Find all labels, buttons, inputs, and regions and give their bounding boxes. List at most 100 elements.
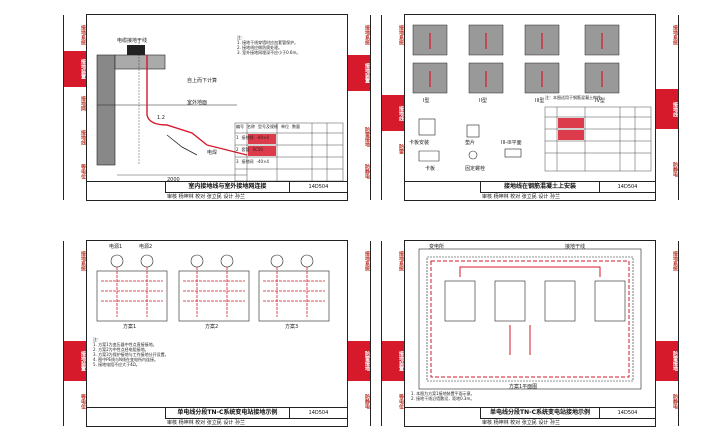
cell: 1	[236, 135, 239, 140]
sheet-left-tab-strip: 接地系统 接地装置 等电位	[381, 241, 405, 426]
label-dim-2: 2000	[167, 177, 180, 183]
tab-right-1[interactable]: 接地系统	[364, 25, 370, 45]
atlas-number: 14D504	[617, 410, 638, 416]
sheet-title: 接地线在钢筋混凝土上安装	[480, 182, 600, 192]
tab-right-2[interactable]: 接地装置	[348, 55, 370, 91]
signature-row: 审核 杨坤林 校对 张立民 设计 孙兰	[165, 192, 347, 201]
tab-left-4[interactable]: 接地线	[80, 129, 86, 145]
tab-left-2[interactable]: 接地线	[382, 95, 404, 131]
drawing-area	[96, 39, 344, 182]
sheet-top-left: 接地系统 接地装置 接地网 接地线 等电位 接地系统 接地装置 防雷接地 防静电	[63, 14, 371, 201]
label-scheme-1: 方案1	[123, 324, 137, 330]
tab-right-2[interactable]: 防雷接地	[348, 341, 370, 381]
tab-left-1[interactable]: 接地系统	[398, 251, 404, 271]
tab-right-1[interactable]: 接地系统	[364, 251, 370, 271]
tab-right-3[interactable]: 防静电	[364, 393, 370, 409]
tab-left-3[interactable]: 接地网	[80, 95, 86, 111]
label-type-3: III型	[535, 98, 545, 104]
cell: 3	[236, 159, 239, 164]
tab-right-3[interactable]: 防静电	[672, 161, 678, 177]
title-block: 接地线在钢筋混凝土上安装 14D504 审核 杨坤林 校对 张立民 设计 孙兰	[405, 181, 655, 200]
note-0: 注：	[237, 35, 245, 40]
cell: -40×4	[256, 159, 269, 164]
title-block: 单电线分段TN-C系统变电站接地示例 14D504 审核 杨坤林 校对 张立民 …	[87, 407, 347, 426]
table-header: 编号 名称 型号及规格 单位 数量	[236, 124, 342, 129]
label-plan: 方案1平面图	[509, 384, 538, 390]
drawing-area	[418, 248, 642, 390]
label-scheme-2: 方案2	[205, 324, 219, 330]
label-type-1: I型	[423, 98, 430, 104]
cell: 接地线	[241, 135, 254, 140]
cell: 2	[236, 147, 239, 152]
label-type-4: IV型	[595, 98, 605, 104]
sheet-top-right: 接地系统 接地线 防雷 接地系统 接地线 防静电	[381, 14, 679, 201]
sheet-title: 单电线分段TN-C系统变电站接地示例	[480, 408, 600, 418]
table-row: 3 接地网 -40×4	[236, 159, 342, 164]
note-2: 2. 方案2为中性点经电阻接地。	[93, 347, 149, 352]
sheet-title: 室内接地线与室外接地网连接	[165, 182, 290, 192]
th-2: 型号及规格	[258, 124, 278, 129]
cell: SC50	[252, 147, 263, 152]
note-1: 1. 本图为方案1接地装置平面示意。	[411, 391, 475, 396]
label-scheme-3: 方案3	[285, 324, 299, 330]
tab-left-5[interactable]: 等电位	[80, 163, 86, 179]
note-3: 3. 室外接地网埋深不应小于0.6m。	[237, 50, 301, 55]
tab-right-1[interactable]: 接地系统	[672, 251, 678, 271]
table-row: 1 接地线 -40×4	[236, 135, 342, 140]
tab-right-3[interactable]: 防雷接地	[364, 127, 370, 147]
tab-left-2[interactable]: 接地装置	[64, 51, 86, 87]
th-1: 名称	[247, 124, 255, 129]
cell: -40×4	[256, 135, 269, 140]
label-dim-1: 1.2	[157, 115, 165, 121]
drawing-area	[412, 24, 652, 172]
tab-right-4[interactable]: 防静电	[364, 163, 370, 179]
label-trunk: 接地干线	[565, 244, 586, 250]
note-0: 注：本图适用于钢筋混凝土构件。	[545, 95, 605, 100]
tab-left-2[interactable]: 接地装置	[64, 341, 86, 381]
tab-left-3[interactable]: 等电位	[398, 393, 404, 409]
label-calc: 自上而下计算	[187, 78, 218, 84]
parts-table: 编号 名称 型号及规格 单位 数量 1 接地线 -40×4 2 套管 SC50 …	[236, 124, 342, 164]
tab-left-3[interactable]: 防雷	[398, 144, 404, 154]
th-3: 单位	[281, 124, 289, 129]
cell: 接地网	[241, 159, 254, 164]
note-3: 3. 方案3为保护接地与工作接地分开设置。	[93, 352, 169, 357]
note-1: 1. 接地干线穿墙时应加套管保护。	[237, 40, 299, 45]
label-ground-trunk: 电缆接地干线	[117, 38, 148, 44]
label-substation: 变电所	[429, 244, 445, 250]
sheet-left-tab-strip: 接地系统 接地装置 等电位	[63, 241, 87, 426]
tab-left-3[interactable]: 等电位	[80, 393, 86, 409]
note-0: 注：	[93, 337, 101, 342]
tab-left-1[interactable]: 接地系统	[80, 25, 86, 45]
label-outdoor-ground: 室外地面	[187, 100, 208, 106]
tab-right-3[interactable]: 防静电	[672, 393, 678, 409]
sheet-right-tab-strip: 接地系统 接地线 防静电	[655, 15, 679, 200]
signature-row: 审核 杨坤林 校对 张立民 设计 孙兰	[165, 418, 347, 427]
sheet-bottom-right: 接地系统 接地装置 等电位 接地系统 防雷接地 防静电 方案1平面图 变电所 接…	[381, 240, 679, 427]
tab-left-1[interactable]: 接地系统	[398, 25, 404, 45]
note-2: 2. 接地线应做防腐处理。	[237, 45, 283, 50]
tab-left-1[interactable]: 接地系统	[80, 251, 86, 271]
signature-row: 审核 杨坤林 校对 张立民 设计 孙兰	[480, 192, 655, 201]
tab-right-2[interactable]: 接地线	[656, 89, 678, 129]
table-row: 2 套管 SC50	[236, 147, 342, 152]
notes: 1. 本图为方案1接地装置平面示意。 2. 接地干线沿墙敷设，距地0.3m。	[411, 391, 651, 401]
label-plate: 卡板	[425, 166, 436, 172]
th-4: 数量	[292, 124, 300, 129]
tab-right-1[interactable]: 接地系统	[672, 25, 678, 45]
sheet-bottom-left: 接地系统 接地装置 等电位 接地系统 防雷接地 防静电 电源1 电源2 方案1 …	[63, 240, 371, 427]
th-0: 编号	[236, 124, 244, 129]
tab-left-2[interactable]: 接地装置	[382, 341, 404, 381]
label-bolt: 固定螺栓	[465, 166, 486, 172]
label-source-1: 电源1	[109, 244, 123, 250]
tab-right-2[interactable]: 防雷接地	[656, 341, 678, 381]
label-type-2: II型	[479, 98, 487, 104]
label-section: III-III平面	[501, 140, 522, 146]
sheet-right-tab-strip: 接地系统 防雷接地 防静电	[655, 241, 679, 426]
drawing-area	[96, 254, 330, 322]
label-weld: 电焊	[207, 150, 218, 156]
atlas-number: 14D504	[308, 184, 329, 190]
sheet-right-tab-strip: 接地系统 接地装置 防雷接地 防静电	[347, 15, 371, 200]
cell: 套管	[241, 147, 250, 152]
sheet-title: 单电线分段TN-C系统变电站接地示例	[165, 408, 290, 418]
